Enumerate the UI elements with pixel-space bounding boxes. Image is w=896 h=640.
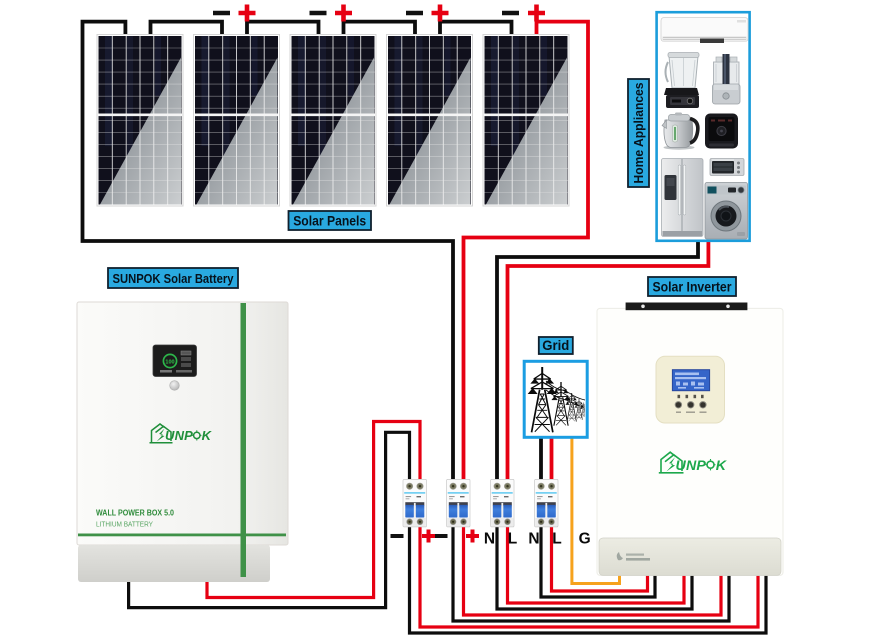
svg-text:N: N — [528, 531, 539, 548]
svg-text:Grid: Grid — [542, 338, 569, 353]
svg-text:L: L — [552, 531, 561, 548]
svg-text:K: K — [716, 458, 728, 474]
svg-text:K: K — [202, 428, 213, 443]
svg-text:G: G — [579, 531, 591, 548]
svg-text:Solar Inverter: Solar Inverter — [653, 279, 732, 295]
svg-text:Home Appliances: Home Appliances — [631, 83, 646, 184]
svg-text:N: N — [484, 531, 495, 548]
svg-text:100: 100 — [165, 360, 174, 366]
svg-text:SUNPOK Solar Battery: SUNPOK Solar Battery — [113, 271, 235, 286]
svg-text:Solar Panels: Solar Panels — [293, 213, 366, 229]
svg-text:UNP: UNP — [165, 428, 193, 443]
svg-text:L: L — [508, 531, 517, 548]
svg-text:WALL POWER BOX 5.0: WALL POWER BOX 5.0 — [96, 509, 174, 518]
svg-text:UNP: UNP — [676, 458, 707, 474]
svg-text:LITHIUM BATTERY: LITHIUM BATTERY — [96, 520, 153, 529]
